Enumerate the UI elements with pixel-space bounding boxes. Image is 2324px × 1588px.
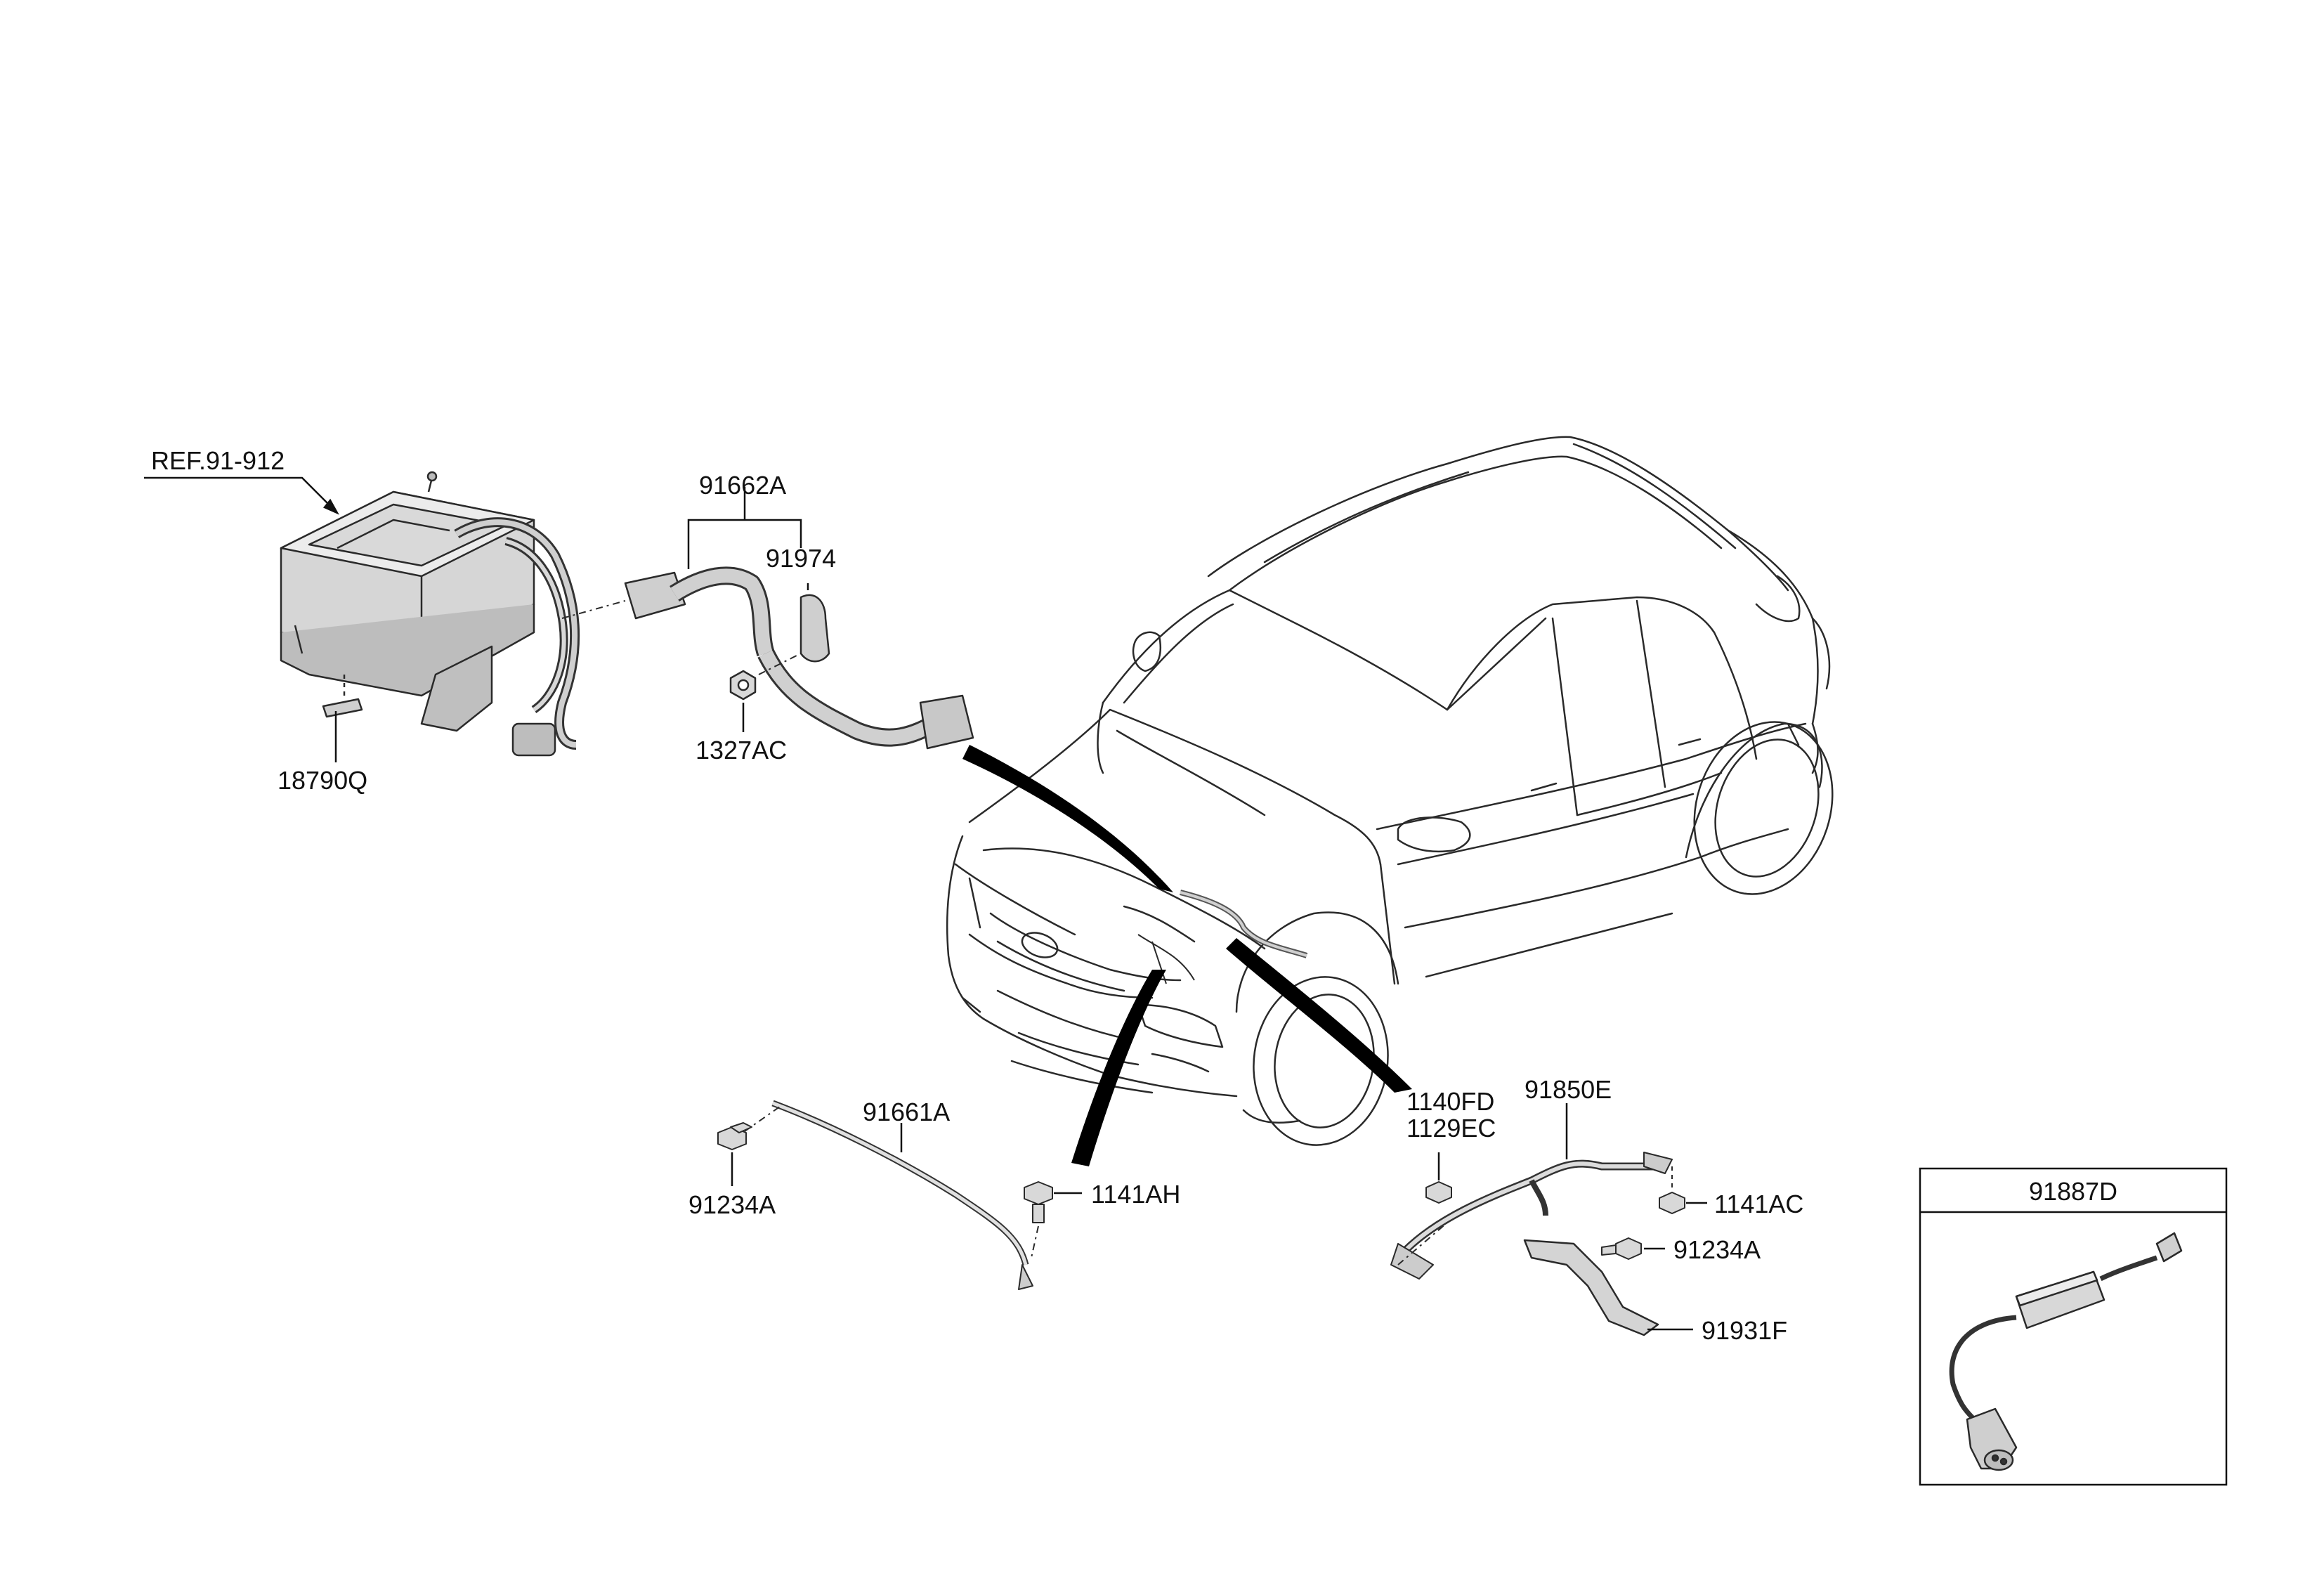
harness-91850e-drawing bbox=[1390, 1152, 1685, 1336]
part-label-91850e[interactable]: 91850E bbox=[1525, 1075, 1612, 1104]
part-label-1141ac[interactable]: 1141AC bbox=[1714, 1190, 1804, 1218]
part-label-1327ac[interactable]: 1327AC bbox=[696, 736, 788, 764]
callout-swoops bbox=[962, 745, 1412, 1166]
portable-charger-drawing bbox=[1949, 1232, 2183, 1471]
leader-lines bbox=[144, 476, 1707, 1331]
harness-91662a-drawing bbox=[624, 566, 974, 750]
inset-91887d bbox=[1919, 1167, 2228, 1486]
harness-91661a-drawing bbox=[717, 1100, 1053, 1290]
part-label-91234a-left[interactable]: 91234A bbox=[688, 1190, 776, 1219]
part-label-1129ec[interactable]: 1129EC bbox=[1406, 1114, 1496, 1143]
part-label-1141ah[interactable]: 1141AH bbox=[1091, 1180, 1181, 1209]
part-label-1140fd[interactable]: 1140FD bbox=[1406, 1087, 1495, 1116]
vehicle-harness bbox=[1137, 890, 1308, 984]
part-label-91661a[interactable]: 91661A bbox=[863, 1098, 951, 1126]
ref-label: REF.91-912 bbox=[151, 446, 285, 475]
part-label-91974[interactable]: 91974 bbox=[766, 544, 837, 573]
part-label-18790q[interactable]: 18790Q bbox=[278, 766, 368, 795]
inset-frame bbox=[1919, 1167, 2228, 1486]
part-label-91931f[interactable]: 91931F bbox=[1702, 1316, 1788, 1345]
obc-unit-drawing bbox=[280, 471, 626, 757]
vehicle-outline bbox=[946, 436, 1834, 1146]
part-label-91887d[interactable]: 91887D bbox=[2028, 1177, 2118, 1206]
part-label-91662a[interactable]: 91662A bbox=[699, 471, 787, 500]
part-label-91234a-right[interactable]: 91234A bbox=[1673, 1235, 1761, 1264]
